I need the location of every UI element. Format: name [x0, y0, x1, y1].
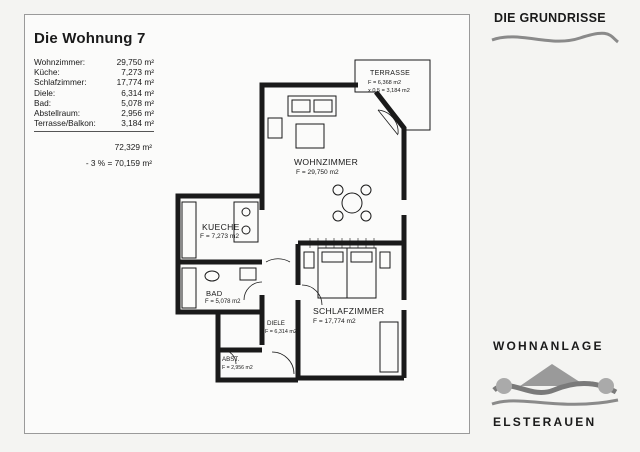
terrasse-area-reduced: x 0,5 = 3,184 m2: [368, 88, 410, 94]
brand-line-2: ELSTERAUEN: [493, 415, 597, 429]
area-value: 29,750 m²: [116, 57, 154, 67]
area-row: Küche: 7,273 m²: [34, 67, 154, 77]
area-value: 5,078 m²: [121, 97, 154, 108]
area-room: Abstellraum:: [34, 107, 81, 118]
area-room: Schlafzimmer:: [34, 77, 87, 88]
kueche-label: KUECHE: [202, 222, 240, 232]
area-room: Terrasse/Balkon:: [34, 118, 96, 129]
diele-label: DIELE: [267, 320, 285, 327]
area-table: Wohnzimmer: 29,750 m² Küche: 7,273 m² Schl…: [34, 57, 154, 128]
abst-label: ABST.: [222, 356, 240, 363]
wohnzimmer-area: F = 29,750 m2: [296, 169, 339, 176]
door-swings: [221, 109, 399, 375]
apartment-title: Die Wohnung 7: [34, 30, 146, 47]
estate-logo: [491, 364, 619, 406]
terrace: [354, 59, 431, 131]
sum-divider: [34, 131, 154, 132]
wave-ornament: [491, 31, 619, 44]
wall-hatch: [309, 238, 375, 248]
bad-label: BAD: [206, 289, 223, 298]
terrasse-area: F = 6,368 m2: [368, 80, 402, 86]
area-row: Abstellraum: 2,956 m²: [34, 108, 154, 118]
area-row: Bad: 5,078 m²: [34, 98, 154, 108]
area-row: Schlafzimmer: 17,774 m²: [34, 77, 154, 87]
area-room: Wohnzimmer:: [34, 57, 86, 67]
schlafzimmer-area: F = 17,774 m2: [313, 318, 356, 325]
windows: [185, 82, 407, 381]
brand-heading: DIE GRUNDRISSE: [494, 11, 606, 25]
area-value: 2,956 m²: [121, 107, 154, 118]
area-room: Diele:: [34, 87, 56, 98]
abst-area: F = 2,956 m2: [222, 365, 253, 371]
total-area: 72,329 m²: [114, 142, 152, 152]
area-value: 3,184 m²: [121, 118, 154, 129]
plan-sheet: [24, 14, 470, 434]
area-value: 6,314 m²: [121, 87, 154, 98]
area-row: Terrasse/Balkon: 3,184 m²: [34, 118, 154, 128]
area-value: 17,774 m²: [116, 77, 154, 88]
terrasse-label: TERRASSE: [370, 70, 411, 77]
diele-area: F = 6,314 m2: [265, 329, 297, 335]
wheel-icon: [598, 378, 614, 394]
brand-line-1: WOHNANLAGE: [493, 339, 604, 353]
schlafzimmer-label: SCHLAFZIMMER: [313, 306, 385, 316]
area-row: Wohnzimmer: 29,750 m²: [34, 57, 154, 67]
roof-icon: [520, 364, 586, 386]
furniture: [181, 95, 399, 373]
kueche-area: F = 7,273 m2: [200, 233, 240, 240]
area-value: 7,273 m²: [121, 67, 154, 78]
area-room: Bad:: [34, 97, 52, 108]
wohnzimmer-label: WOHNZIMMER: [294, 157, 359, 167]
walls: [175, 82, 407, 383]
wheel-icon: [496, 378, 512, 394]
area-room: Küche:: [34, 67, 60, 78]
reduced-area: - 3 % = 70,159 m²: [85, 158, 152, 168]
bad-area: F = 5,078 m2: [205, 299, 241, 305]
area-row: Diele: 6,314 m²: [34, 88, 154, 98]
